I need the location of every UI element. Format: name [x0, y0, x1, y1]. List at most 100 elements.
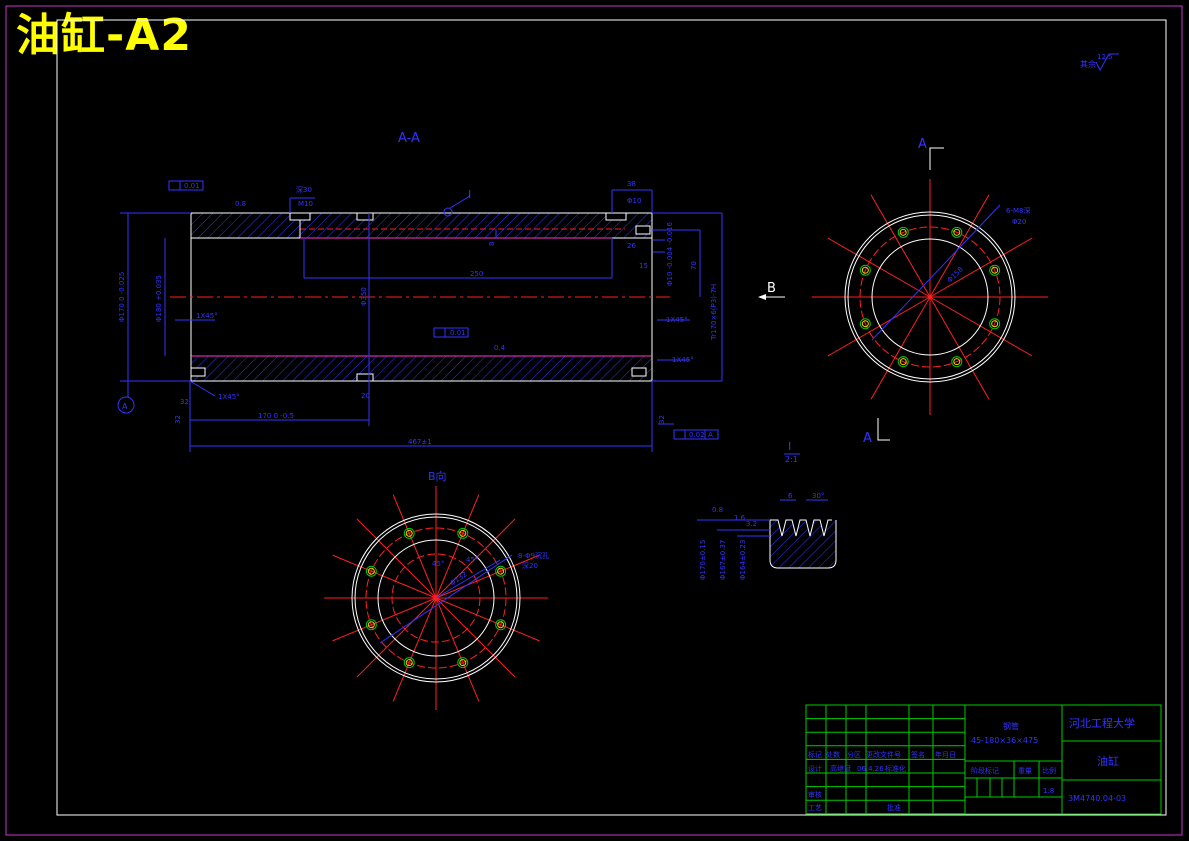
- ratio-label: 比例: [1042, 766, 1056, 775]
- dim-8: 8: [488, 242, 496, 246]
- sheet-title: 油缸-A2: [16, 10, 192, 61]
- inner-border: [56, 19, 1167, 816]
- dim-15: 15: [639, 262, 648, 270]
- row-process: 工艺: [808, 804, 822, 812]
- hdr-zone: 分区: [847, 750, 861, 759]
- roughness-mid: 0.4: [494, 344, 506, 352]
- runout-datum: A: [708, 431, 713, 439]
- cut-label-bottom: A: [863, 431, 872, 446]
- datum-a: A: [122, 402, 128, 411]
- view-b-arrow: B: [758, 281, 785, 300]
- chamfer-left: 1X45°: [196, 312, 218, 320]
- drawing-number: 3M4740.04-03: [1068, 794, 1126, 803]
- dia-outer: Φ170 0 -0.025: [118, 272, 126, 322]
- runout: 0.02: [689, 431, 705, 439]
- detail-view-i: I 2:1 6 30° 0.8 1.6 3.2 Φ170±0.15 Φ167±0…: [697, 440, 837, 580]
- bolt-hole: [457, 527, 469, 539]
- chamfer-right-top: 1X45°: [666, 316, 688, 324]
- dia-right: Φ10: [627, 197, 641, 205]
- bolt-hole: [897, 356, 909, 368]
- chamfer-bottom: 1X45°: [218, 393, 240, 401]
- approve-label: 批准: [887, 803, 901, 812]
- bolt-hole: [951, 226, 963, 238]
- dim-70: 70: [690, 261, 698, 270]
- depth-top: 深30: [296, 185, 312, 194]
- cut-label-top: A: [918, 137, 927, 152]
- design-date: 06.4.26: [857, 765, 884, 773]
- bolt-hole: [897, 226, 909, 238]
- bolt-hole: [951, 356, 963, 368]
- pitch: 6: [788, 492, 793, 500]
- detail-label: I: [788, 440, 791, 453]
- rough-a: 0.8: [712, 506, 723, 514]
- thread-angle: 30°: [812, 492, 824, 500]
- dim-thread: Tr170×6(P3)-7H: [710, 284, 718, 341]
- dia-inner: Φ180 +0.035: [155, 275, 163, 322]
- dim-26: 26: [627, 242, 636, 250]
- end-view-b: B向 45° 8-Φ9沉孔 深20 Φ132 45°: [324, 469, 549, 710]
- designer: 高继斌: [830, 764, 851, 773]
- angle2-b: 45°: [466, 556, 478, 564]
- holes-depth-b: 深20: [522, 561, 538, 570]
- outer-border: [5, 5, 1183, 836]
- scale-value: 1:8: [1043, 787, 1054, 795]
- hdr-date: 年月日: [935, 750, 956, 759]
- dim-total: 467±1: [408, 438, 432, 446]
- bolt-hole: [365, 565, 377, 577]
- title-block-text: 钢管 45-180×36×475 河北工程大学 油缸 3M4740.04-03 …: [808, 716, 1135, 812]
- detail-dim-2: Φ167±0.37: [719, 540, 727, 580]
- depth-right: 38: [627, 180, 636, 188]
- dim-32: 32: [180, 398, 189, 406]
- roughness-other-value: 12.5: [1097, 53, 1113, 61]
- chamfer-right-bot: 1X45°: [672, 356, 694, 364]
- hdr-sign: 签名: [911, 750, 925, 759]
- roughness-top: 0.8: [235, 200, 246, 208]
- detail-scale: 2:1: [785, 455, 798, 464]
- dim-20: 20: [361, 392, 370, 400]
- holes-depth-a: Φ20: [1012, 218, 1026, 226]
- bolt-hole: [989, 318, 1001, 330]
- hdr-count: 处数: [826, 750, 840, 759]
- holes-note-b: 8-Φ9沉孔: [518, 552, 549, 560]
- stage-mark: 阶段标记: [971, 766, 999, 775]
- rough-c: 3.2: [746, 520, 757, 528]
- hdr-change: 更改文件号: [866, 750, 901, 759]
- wall-top: [190, 212, 653, 239]
- end-view-a: A A 6-M8深 Φ20 Φ158: [812, 137, 1048, 446]
- part-name: 油缸: [1097, 754, 1119, 768]
- material-name: 钢管: [1003, 721, 1019, 731]
- detail-dim-3: Φ164±0.23: [739, 540, 747, 580]
- section-view-a-a: A-A: [117, 131, 723, 452]
- detail-dim-1: Φ170±0.15: [699, 540, 707, 580]
- dim-170: 170 0 -0.5: [258, 412, 294, 420]
- bolt-hole: [989, 264, 1001, 276]
- bolt-hole: [403, 527, 415, 539]
- view-b-label: B: [767, 281, 776, 296]
- wall-bottom: [190, 355, 653, 382]
- weight-label: 重量: [1018, 767, 1032, 775]
- bolt-hole: [365, 619, 377, 631]
- holes-note-a: 6-M8深: [1006, 206, 1030, 215]
- row-design: 设计: [808, 764, 822, 773]
- flatness-top: 0.01: [184, 182, 200, 190]
- roughness-other-label: 其余: [1080, 59, 1096, 69]
- view-b-title: B向: [428, 469, 447, 483]
- bolt-hole: [403, 657, 415, 669]
- flatness-mid: 0.01: [450, 329, 466, 337]
- std-label: 标准化: [885, 764, 906, 773]
- school-name: 河北工程大学: [1069, 716, 1135, 730]
- dim-250: 250: [470, 270, 483, 278]
- pcd-a: Φ158: [946, 265, 965, 284]
- section-label: A-A: [398, 131, 420, 146]
- general-roughness: 其余 12.5: [1080, 53, 1119, 72]
- material-spec: 45-180×36×475: [971, 736, 1038, 745]
- dim-350: Φ350: [360, 287, 368, 306]
- bolt-hole: [495, 565, 507, 577]
- angle-b: 45°: [432, 560, 444, 568]
- dim-fit: Φ10 -0.004 -0.016: [666, 221, 674, 286]
- bolt-hole: [859, 318, 871, 330]
- title-block: [805, 704, 1162, 815]
- row-review: 审核: [808, 790, 822, 799]
- detail-mark: I: [468, 188, 471, 201]
